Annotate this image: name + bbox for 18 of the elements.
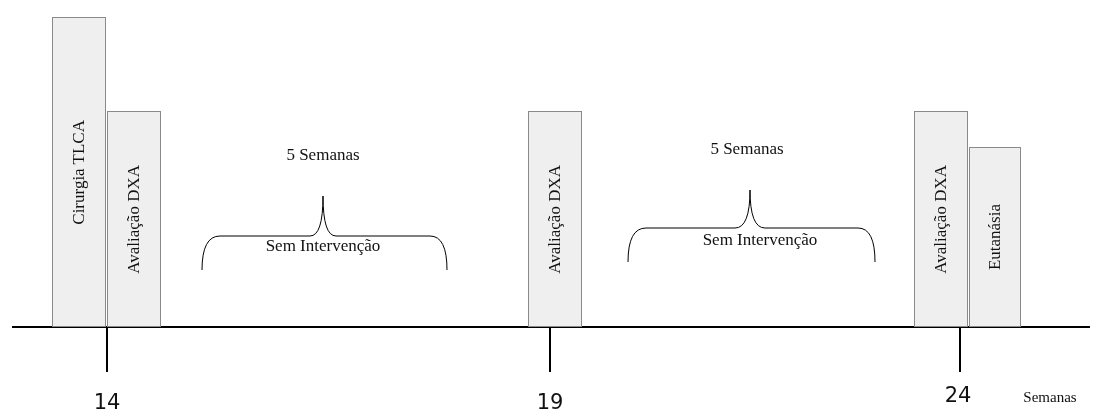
event-box [914,111,968,327]
phase-label: Sem Intervenção [265,236,381,256]
event-box [528,111,582,327]
unit-label: Semanas [1023,389,1077,406]
event-box [107,111,161,327]
event-label: Eutanásia [985,203,1005,271]
duration-label: 5 Semanas [286,145,360,165]
event-label: Cirurgia TLCA [69,119,89,225]
phase-label: Sem Intervenção [702,230,818,250]
duration-label: 5 Semanas [710,139,784,159]
week-number: 19 [536,390,564,414]
event-label: Avaliação DXA [545,164,565,274]
event-box [969,147,1021,327]
event-label: Avaliação DXA [931,164,951,274]
event-box [52,17,106,327]
event-label: Avaliação DXA [124,164,144,274]
week-number: 14 [93,390,121,414]
week-number: 24 [944,383,972,407]
